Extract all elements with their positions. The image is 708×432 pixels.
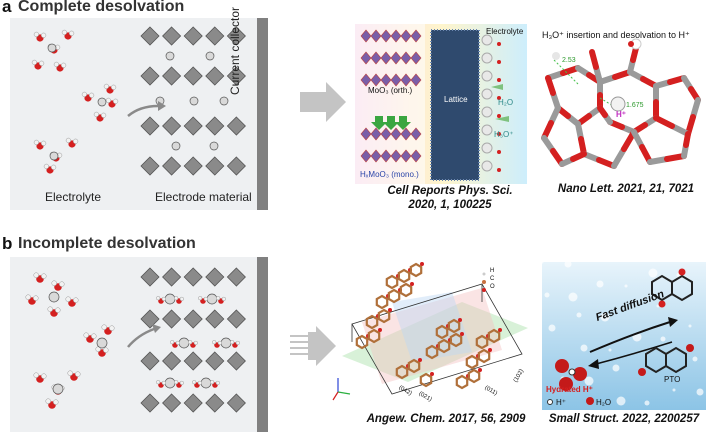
- current-collector-bar: [257, 18, 268, 210]
- angew-crystal-structure: [332, 262, 528, 401]
- reference-angew: Angew. Chem. 2017, 56, 2909: [366, 413, 526, 425]
- small-struct-illustration: [542, 262, 706, 410]
- nano-lett-title: H₃O⁺ insertion and desolvation to H⁺: [542, 30, 690, 40]
- electrode-material-label: Electrode material: [155, 190, 252, 204]
- schematic-complete-desolvation: [10, 18, 268, 210]
- electrolyte-label: Electrolyte: [45, 190, 102, 204]
- panel-b-title: Incomplete desolvation: [18, 235, 196, 252]
- electrolyte-molecules-b: [25, 272, 115, 409]
- nano-distance-1: 2.53: [562, 57, 576, 64]
- reference-nano-lett: Nano Lett. 2021, 21, 7021: [557, 183, 695, 195]
- angew-legend-o: O: [490, 284, 495, 290]
- hxmoo3-mono-label: HₓMoO₃ (mono.): [360, 170, 419, 179]
- pto-molecule: [651, 268, 693, 308]
- inset-h2o-label: H₂O: [498, 98, 514, 107]
- current-collector-label: Current collector: [228, 6, 242, 95]
- reference-cell-reports-line1: Cell Reports Phys. Sci.: [387, 185, 513, 197]
- legend-h2o: H₂O: [596, 398, 612, 407]
- reference-cell-reports-line2: 2020, 1, 100225: [408, 199, 492, 211]
- panel-b-letter: b: [2, 234, 13, 253]
- schematic-incomplete-desolvation: [10, 257, 268, 432]
- pto-molecule-2: [638, 344, 694, 376]
- hydrated-hplus-label: Hydrated H⁺: [546, 385, 593, 394]
- arrow-to-examples-b: [290, 326, 336, 366]
- current-collector-bar-b: [257, 257, 268, 432]
- pto-label: PTO: [664, 375, 681, 384]
- angew-legend-h: H: [490, 268, 495, 274]
- electrode-diamonds: [140, 26, 246, 176]
- moo3-structure-inset: [355, 24, 527, 184]
- inserted-ions: [155, 51, 229, 151]
- panel-a-letter: a: [2, 0, 12, 16]
- panel-a-title: Complete desolvation: [18, 0, 185, 15]
- inset-h3o-label: H₃O⁺: [494, 130, 514, 139]
- hydrated-ions-b: [48, 291, 240, 395]
- nano-hplus-label: H⁺: [616, 110, 626, 119]
- electrolyte-molecules: [31, 29, 119, 174]
- moo3-orth-label: MoO₃ (orth.): [368, 86, 413, 95]
- nano-distance-2: 1.675: [626, 102, 644, 109]
- inset-lattice-label: Lattice: [444, 95, 468, 104]
- angew-legend-c: C: [490, 276, 495, 282]
- insertion-arrow: [127, 104, 159, 117]
- inset-electrolyte-label: Electrolyte: [486, 27, 524, 36]
- electrode-diamonds-b: [140, 267, 246, 413]
- arrow-to-examples-a: [300, 82, 346, 122]
- insertion-arrow-b: [127, 327, 155, 348]
- reference-cell-reports: Cell Reports Phys. Sci. 2020, 1, 100225: [380, 184, 520, 212]
- reference-small-struct: Small Struct. 2022, 2200257: [548, 413, 700, 425]
- nano-lett-structure: [541, 38, 701, 169]
- legend-hplus: H⁺: [556, 398, 566, 407]
